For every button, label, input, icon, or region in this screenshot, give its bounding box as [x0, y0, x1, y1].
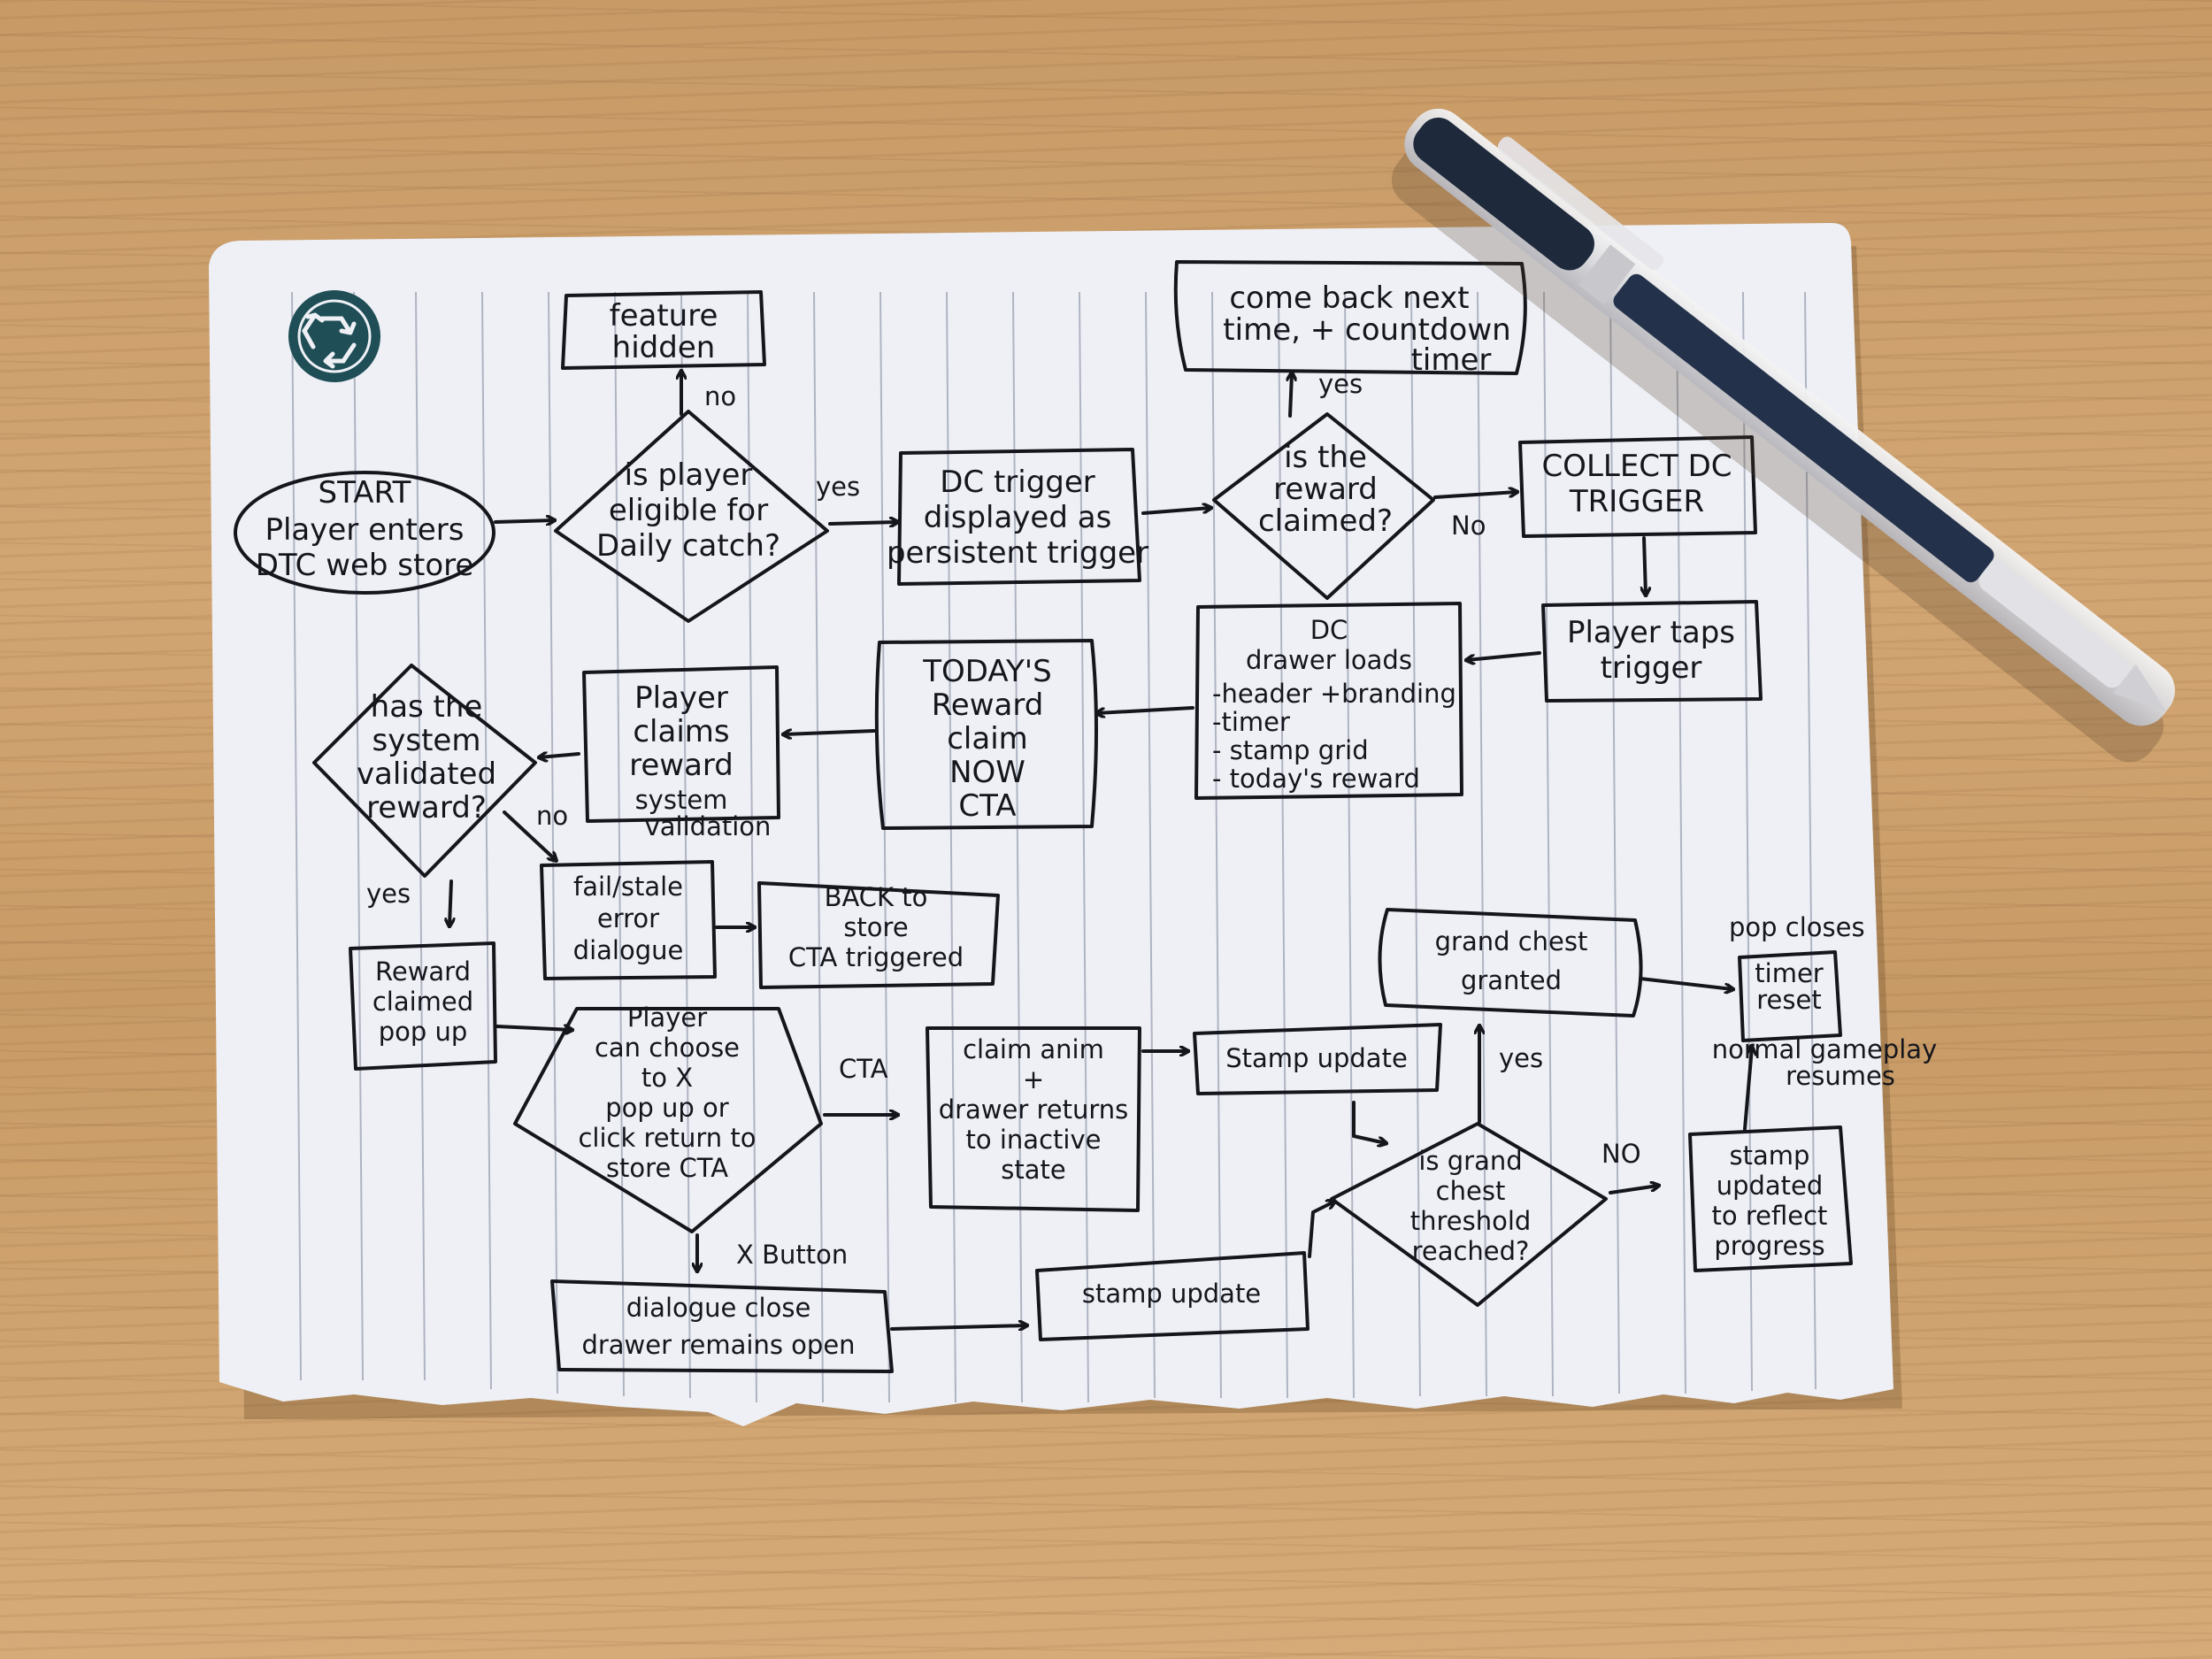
error-l2: error — [597, 903, 659, 933]
threshold-l3: threshold — [1410, 1206, 1532, 1236]
grand-l2: granted — [1461, 965, 1562, 995]
anim-l5: state — [1001, 1155, 1065, 1185]
anim-l1: claim anim — [963, 1034, 1104, 1064]
eligible-l2: eligible for — [609, 493, 768, 528]
anim-l2: + — [1023, 1064, 1044, 1094]
error-l3: dialogue — [573, 935, 684, 965]
anim-l3: drawer returns — [939, 1094, 1129, 1125]
stampupd-l3: to reflect — [1712, 1201, 1828, 1231]
threshold-l1: is grand — [1418, 1146, 1522, 1176]
claims-l5: validation — [645, 811, 772, 841]
normal-l1: normal gameplay — [1712, 1034, 1938, 1064]
taps-l1: Player taps — [1567, 615, 1735, 650]
start-l2: Player enters — [265, 512, 464, 548]
threshold-l4: reached? — [1412, 1236, 1530, 1266]
eligible-l1: is player — [625, 457, 753, 493]
claimedq-l3: claimed? — [1258, 503, 1393, 539]
edge-no1: no — [704, 381, 736, 411]
drawer-l1: DC — [1310, 615, 1348, 645]
edge-yes1: yes — [816, 472, 860, 502]
taps-l2: trigger — [1601, 650, 1702, 686]
error-l1: fail/stale — [573, 872, 683, 902]
edge-no3: no — [536, 801, 568, 831]
stampupd-l2: updated — [1717, 1171, 1824, 1201]
hidden-l1: feature — [610, 298, 718, 334]
start-l3: DTC web store — [256, 548, 474, 583]
choose-l3: to X — [641, 1063, 693, 1093]
choose-l5: click return to — [578, 1123, 756, 1153]
recycle-icon — [288, 290, 380, 382]
choose-l6: store CTA — [606, 1153, 728, 1183]
threshold-l2: chest — [1436, 1176, 1506, 1206]
drawer-l5: - stamp grid — [1212, 735, 1369, 765]
dclose-l2: drawer remains open — [581, 1330, 855, 1360]
today-l2: Reward — [932, 687, 1044, 723]
trigger-l2: displayed as — [924, 500, 1112, 535]
back-l3: CTA triggered — [788, 942, 964, 972]
hidden-l2: hidden — [612, 330, 716, 365]
svg-text:Playerclaimsreward: Playerclaimsreward — [629, 680, 733, 783]
comeback-l3: timer — [1411, 342, 1492, 378]
drawer-l2: drawer loads — [1246, 645, 1412, 675]
popup-l2: claimed — [373, 987, 473, 1017]
edge-yes4: yes — [1499, 1043, 1543, 1073]
drawer-l3: -header +branding — [1212, 679, 1456, 709]
validated-l3: validated — [357, 757, 496, 792]
back-l1: BACK to — [825, 882, 928, 912]
edge-no2: No — [1451, 511, 1486, 541]
claimedq-l1: is the — [1284, 440, 1367, 475]
edge-popcloses: pop closes — [1729, 912, 1865, 942]
timer-l2: reset — [1756, 985, 1821, 1015]
timer-l1: timer — [1755, 958, 1824, 988]
normal-l2: resumes — [1786, 1061, 1895, 1091]
drawer-l4: -timer — [1212, 707, 1290, 737]
today-l1: TODAY'S — [922, 654, 1051, 689]
stampupd-l4: progress — [1714, 1231, 1824, 1261]
claims-l4: system — [635, 785, 728, 815]
trigger-l3: persistent trigger — [887, 535, 1148, 571]
edge-cta: CTA — [839, 1054, 888, 1084]
collect-l2: TRIGGER — [1569, 484, 1704, 519]
stamp1-l1: Stamp update — [1225, 1043, 1408, 1073]
edge-xbutton: X Button — [736, 1240, 848, 1270]
claims-l1: Player — [634, 680, 728, 716]
svg-text:timerreset: timerreset — [1755, 958, 1824, 1015]
dclose-l1: dialogue close — [626, 1293, 811, 1323]
grand-l1: grand chest — [1435, 926, 1588, 956]
today-l5: CTA — [958, 788, 1016, 824]
today-l3: claim — [947, 721, 1028, 757]
anim-l4: to inactive — [966, 1125, 1102, 1155]
back-l2: store — [843, 912, 908, 942]
stampupd-l1: stamp — [1730, 1141, 1810, 1171]
claims-l3: reward — [629, 748, 733, 783]
edge-no4: NO — [1601, 1139, 1641, 1169]
popup-l3: pop up — [379, 1017, 468, 1047]
start-l1: START — [319, 475, 411, 511]
validated-l4: reward? — [366, 790, 487, 826]
today-l4: NOW — [949, 755, 1025, 790]
choose-l4: pop up or — [605, 1093, 729, 1123]
edge-yes2: yes — [1318, 369, 1363, 399]
edge-yes3: yes — [366, 879, 411, 909]
popup-l1: Reward — [375, 956, 471, 987]
validated-l1: has the — [371, 689, 483, 725]
svg-text:is grandchestthresholdreached?: is grandchestthresholdreached? — [1410, 1146, 1532, 1266]
drawer-l6: - today's reward — [1212, 764, 1420, 794]
comeback-l1: come back next — [1229, 280, 1469, 316]
choose-l2: can choose — [595, 1033, 740, 1063]
stamp2-l1: stamp update — [1082, 1279, 1261, 1309]
eligible-l3: Daily catch? — [596, 528, 780, 564]
claims-l2: claims — [633, 714, 729, 749]
validated-l2: system — [373, 723, 481, 758]
trigger-l1: DC trigger — [940, 465, 1095, 500]
collect-l1: COLLECT DC — [1541, 449, 1732, 484]
choose-l1: Player — [627, 1002, 707, 1033]
claimedq-l2: reward — [1273, 472, 1378, 507]
